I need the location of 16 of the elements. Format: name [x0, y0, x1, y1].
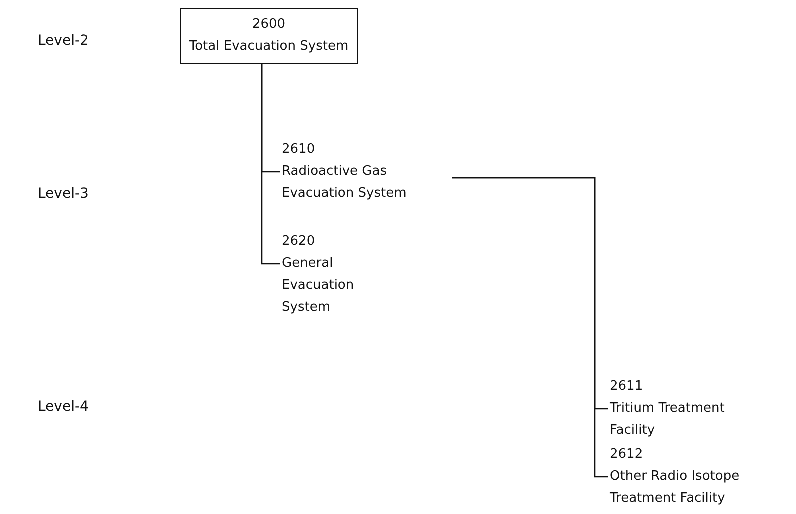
system-name: Tritium Treatment Facility: [610, 400, 726, 440]
system-name: General Evacuation System: [282, 255, 356, 317]
level-label: Level-3: [38, 186, 89, 202]
system-name: Radioactive Gas Evacuation System: [282, 163, 408, 203]
system-code: 2620: [282, 233, 316, 251]
system-code: 2610: [282, 141, 316, 159]
system-code: 2611: [610, 378, 644, 396]
connector-line: [452, 177, 608, 478]
system-name: Other Radio Isotope Treatment Facility: [610, 468, 741, 508]
system-box: [180, 8, 358, 64]
level-label: Level-2: [38, 33, 89, 49]
connector-line: [261, 64, 280, 265]
system-code: 2612: [610, 446, 644, 464]
system-code: 2600: [251, 16, 287, 34]
level-label: Level-4: [38, 399, 89, 415]
system-name: Total Evacuation System: [188, 38, 350, 56]
